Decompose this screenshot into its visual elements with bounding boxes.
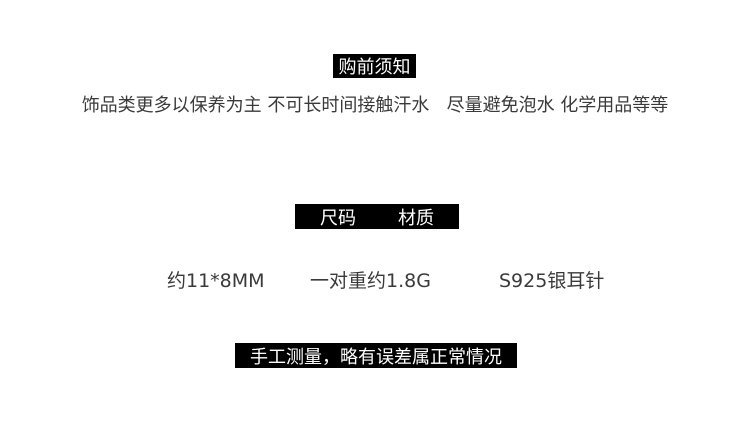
care-notice-text: 饰品类更多以保养为主 不可长时间接触汗水 尽量避免泡水 化学用品等等 — [81, 95, 669, 116]
spec-values-row: 约11*8MM 一对重约1.8G S925银耳针 — [0, 267, 750, 295]
material-header-label: 材质 — [398, 207, 434, 229]
weight-value: 一对重约1.8G — [310, 270, 431, 292]
spec-header-bar: 尺码 材质 — [295, 204, 459, 229]
notice-title: 购前须知 — [333, 54, 416, 78]
size-value: 约11*8MM — [167, 270, 265, 292]
measurement-disclaimer: 手工测量，略有误差属正常情况 — [235, 343, 517, 368]
size-header-label: 尺码 — [320, 207, 356, 229]
material-value: S925银耳针 — [499, 270, 605, 292]
